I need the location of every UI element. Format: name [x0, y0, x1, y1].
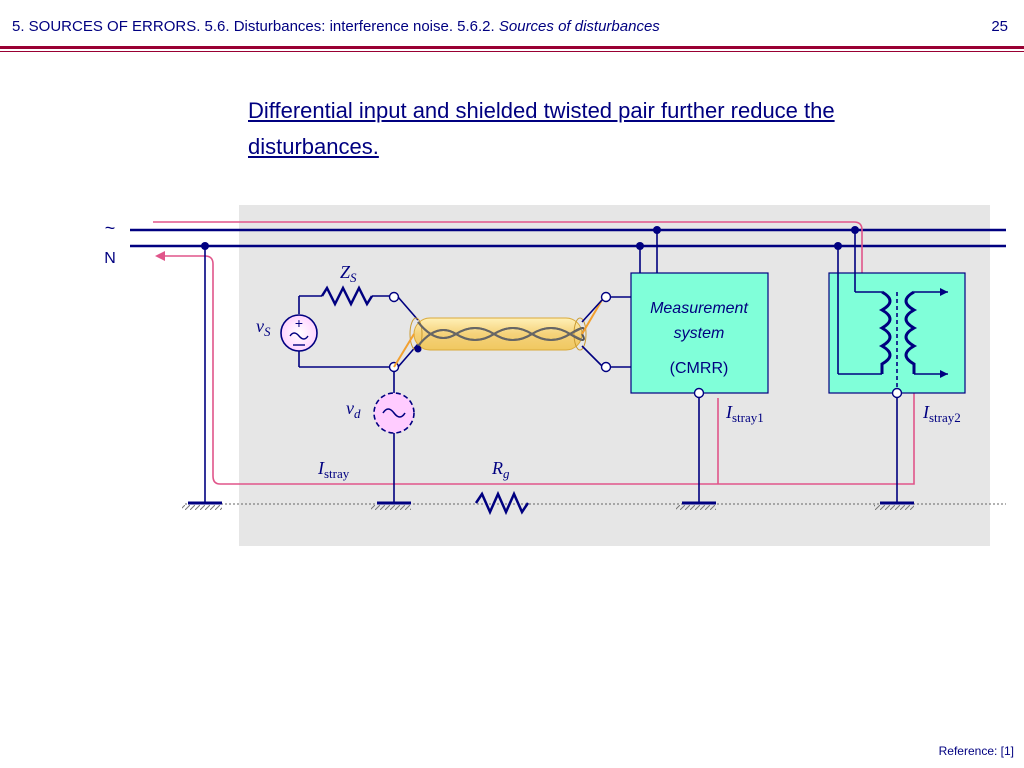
- measurement-line2: system: [674, 325, 725, 342]
- primary-coil-icon: [878, 290, 892, 374]
- measurement-line3: (CMRR): [670, 360, 729, 377]
- pair-right-wire-bottom: [581, 345, 603, 367]
- istray-label: Istray: [317, 458, 350, 481]
- measurement-system-box: [630, 272, 769, 394]
- ground-hatch-4: [874, 505, 914, 510]
- zs-label: ZS: [340, 262, 357, 285]
- shield-drain-right: [581, 299, 603, 335]
- shield-cable: [413, 317, 583, 351]
- neutral-label: N: [104, 250, 116, 267]
- phase-label: ~: [105, 218, 116, 238]
- measurement-line1: Measurement: [650, 300, 748, 317]
- junction-dot: [834, 242, 842, 250]
- page-number: 25: [991, 18, 1008, 35]
- stray-arrow-head-icon: [155, 251, 165, 261]
- rg-label: Rg: [491, 458, 510, 481]
- output-arrow-icon: [940, 288, 948, 296]
- ground-hatch-1: [182, 505, 222, 510]
- pair-left-wire-top: [397, 296, 419, 321]
- junction-dot: [201, 242, 209, 250]
- output-arrow-icon: [940, 370, 948, 378]
- breadcrumb-path: 5. SOURCES OF ERRORS. 5.6. Disturbances:…: [12, 18, 499, 35]
- junction-dot: [653, 226, 661, 234]
- xfmr-ground-terminal: [891, 387, 903, 399]
- twisted-wire-d: [417, 327, 583, 347]
- vd-sine-icon: [382, 408, 406, 418]
- rg-resistor-icon: [474, 490, 530, 516]
- secondary-coil-icon: [904, 290, 918, 374]
- ground-hatch-3: [676, 505, 716, 510]
- slide-title: Differential input and shielded twisted …: [248, 98, 835, 159]
- breadcrumb: 5. SOURCES OF ERRORS. 5.6. Disturbances:…: [12, 18, 660, 35]
- meas-ground-terminal: [693, 387, 705, 399]
- terminal-top-right: [600, 291, 612, 303]
- header-rule-thick: [0, 46, 1024, 49]
- pair-right-wire-top: [581, 299, 603, 323]
- shield-end-right: [573, 317, 587, 351]
- vd-label: vd: [346, 398, 361, 421]
- zs-resistor-icon: [320, 285, 374, 307]
- shield-drain-left: [393, 333, 415, 368]
- junction-dot: [636, 242, 644, 250]
- istray1-label: Istray1: [725, 402, 764, 425]
- reference-note: Reference: [1]: [938, 744, 1014, 758]
- vs-label: vS: [256, 316, 271, 339]
- terminal-top-left: [388, 291, 400, 303]
- terminal-bottom-right: [600, 361, 612, 373]
- istray2-label: Istray2: [922, 402, 961, 425]
- header: 5. SOURCES OF ERRORS. 5.6. Disturbances:…: [12, 18, 1008, 40]
- pair-left-wire-bottom: [397, 343, 419, 368]
- junction-dot: [851, 226, 859, 234]
- source-sine-icon: [289, 332, 309, 340]
- source-plus-icon: +: [295, 315, 303, 331]
- shield-junction-dot: [414, 345, 422, 353]
- header-rule-thin: [0, 51, 1024, 52]
- ground-hatch-2: [371, 505, 411, 510]
- breadcrumb-current: Sources of disturbances: [498, 18, 660, 35]
